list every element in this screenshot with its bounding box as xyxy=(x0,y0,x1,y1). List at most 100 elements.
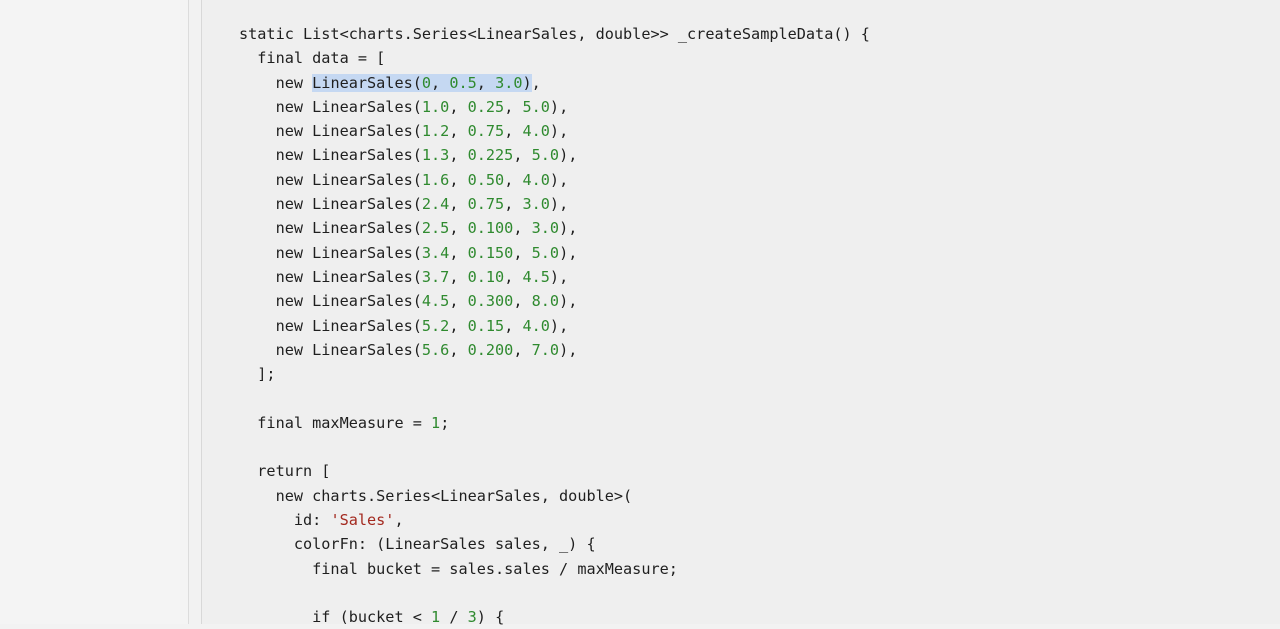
number-literal: 7.0 xyxy=(531,340,560,359)
left-pane xyxy=(0,0,189,624)
code-line xyxy=(239,435,870,459)
code-token: new LinearSales( xyxy=(239,316,422,335)
number-literal: 4.0 xyxy=(522,122,550,141)
code-token: colorFn: (LinearSales sales, _) { xyxy=(239,535,596,554)
code-line: final bucket = sales.sales / maxMeasure; xyxy=(239,557,870,581)
number-literal: 1.6 xyxy=(421,170,450,189)
code-token: , xyxy=(449,195,468,214)
number-literal: 1.2 xyxy=(421,122,450,141)
number-literal: 0.75 xyxy=(467,195,505,214)
code-line: new LinearSales(1.2, 0.75, 4.0), xyxy=(239,119,870,143)
code-token: new LinearSales( xyxy=(239,97,422,116)
code-token: new LinearSales( xyxy=(239,292,422,311)
code-token: return [ xyxy=(239,462,331,481)
number-literal: 0.150 xyxy=(467,243,514,262)
code-token: , xyxy=(504,267,523,286)
code-token: final maxMeasure = xyxy=(239,413,432,432)
code-token: , xyxy=(449,97,468,116)
code-line: final maxMeasure = 1; xyxy=(239,411,870,435)
number-literal: 3.0 xyxy=(531,219,560,238)
number-literal: 0.200 xyxy=(467,340,514,359)
code-token: , xyxy=(449,316,468,335)
code-token: ; xyxy=(440,413,450,432)
code-token: final bucket = sales.sales / maxMeasure; xyxy=(239,559,678,578)
number-literal: 0 xyxy=(421,73,432,92)
code-line: static List<charts.Series<LinearSales, d… xyxy=(239,22,870,46)
number-literal: 0.300 xyxy=(467,292,514,311)
number-literal: 8.0 xyxy=(531,292,560,311)
number-literal: 4.0 xyxy=(522,170,550,189)
number-literal: 0.100 xyxy=(467,219,514,238)
number-literal: 3.4 xyxy=(421,243,450,262)
code-token: new LinearSales( xyxy=(239,146,422,165)
code-line: id: 'Sales', xyxy=(239,508,870,532)
code-token: new LinearSales( xyxy=(239,195,422,214)
code-line xyxy=(239,386,870,410)
code-block[interactable]: static List<charts.Series<LinearSales, d… xyxy=(239,22,870,629)
code-line: new LinearSales(1.3, 0.225, 5.0), xyxy=(239,143,870,167)
code-token: / xyxy=(440,608,468,627)
code-token: ), xyxy=(549,195,569,214)
code-line: final data = [ xyxy=(239,46,870,70)
number-literal: 5.6 xyxy=(421,340,450,359)
code-token: ), xyxy=(549,122,569,141)
code-line: new LinearSales(5.2, 0.15, 4.0), xyxy=(239,314,870,338)
number-literal: 2.4 xyxy=(421,195,450,214)
code-token: new charts.Series<LinearSales, double>( xyxy=(239,486,633,505)
code-token: , xyxy=(449,292,468,311)
code-panel[interactable]: static List<charts.Series<LinearSales, d… xyxy=(201,0,1280,626)
number-literal: 5.0 xyxy=(531,243,560,262)
string-literal: 'Sales' xyxy=(330,510,395,529)
code-token: , xyxy=(431,73,450,92)
code-token: ), xyxy=(559,146,578,165)
code-token: LinearSales( xyxy=(312,73,422,92)
code-token: , xyxy=(504,170,523,189)
code-token: , xyxy=(476,73,496,92)
code-token: new LinearSales( xyxy=(239,243,422,262)
number-literal: 0.10 xyxy=(467,267,505,286)
number-literal: 0.75 xyxy=(467,122,505,141)
number-literal: 3.0 xyxy=(495,73,523,92)
code-line: new LinearSales(3.7, 0.10, 4.5), xyxy=(239,265,870,289)
code-token: ), xyxy=(559,292,578,311)
code-line: new LinearSales(3.4, 0.150, 5.0), xyxy=(239,241,870,265)
code-token: ), xyxy=(559,340,578,359)
number-literal: 0.225 xyxy=(467,146,514,165)
number-literal: 3 xyxy=(467,608,477,627)
code-token: , xyxy=(513,243,532,262)
code-token: ), xyxy=(549,267,569,286)
code-token: , xyxy=(513,340,532,359)
code-token: new LinearSales( xyxy=(239,122,422,141)
number-literal: 0.50 xyxy=(467,170,505,189)
code-token: final data = [ xyxy=(239,49,386,68)
code-token: new LinearSales( xyxy=(239,267,422,286)
code-line: ]; xyxy=(239,362,870,386)
code-token: , xyxy=(449,122,468,141)
code-token: id: xyxy=(239,510,331,529)
code-token: ]; xyxy=(239,365,276,384)
code-token: , xyxy=(449,146,468,165)
code-token: , xyxy=(394,510,404,529)
code-token: ) { xyxy=(476,608,505,627)
number-literal: 0.5 xyxy=(449,73,477,92)
code-token: , xyxy=(513,146,532,165)
code-token: , xyxy=(449,219,468,238)
code-token: new xyxy=(239,73,313,92)
code-line: new LinearSales(4.5, 0.300, 8.0), xyxy=(239,289,870,313)
code-token: , xyxy=(504,97,523,116)
code-token: , xyxy=(513,219,532,238)
number-literal: 5.2 xyxy=(421,316,450,335)
code-line xyxy=(239,581,870,605)
code-line: new LinearSales(0, 0.5, 3.0), xyxy=(239,71,870,95)
code-line: new charts.Series<LinearSales, double>( xyxy=(239,484,870,508)
code-token: ), xyxy=(559,219,578,238)
number-literal: 1 xyxy=(431,608,441,627)
code-token: , xyxy=(449,243,468,262)
code-token: ), xyxy=(549,97,569,116)
number-literal: 1 xyxy=(431,413,441,432)
code-line: return [ xyxy=(239,459,870,483)
code-token: , xyxy=(513,292,532,311)
number-literal: 2.5 xyxy=(421,219,450,238)
code-line: new LinearSales(1.6, 0.50, 4.0), xyxy=(239,168,870,192)
code-token: ), xyxy=(559,243,578,262)
